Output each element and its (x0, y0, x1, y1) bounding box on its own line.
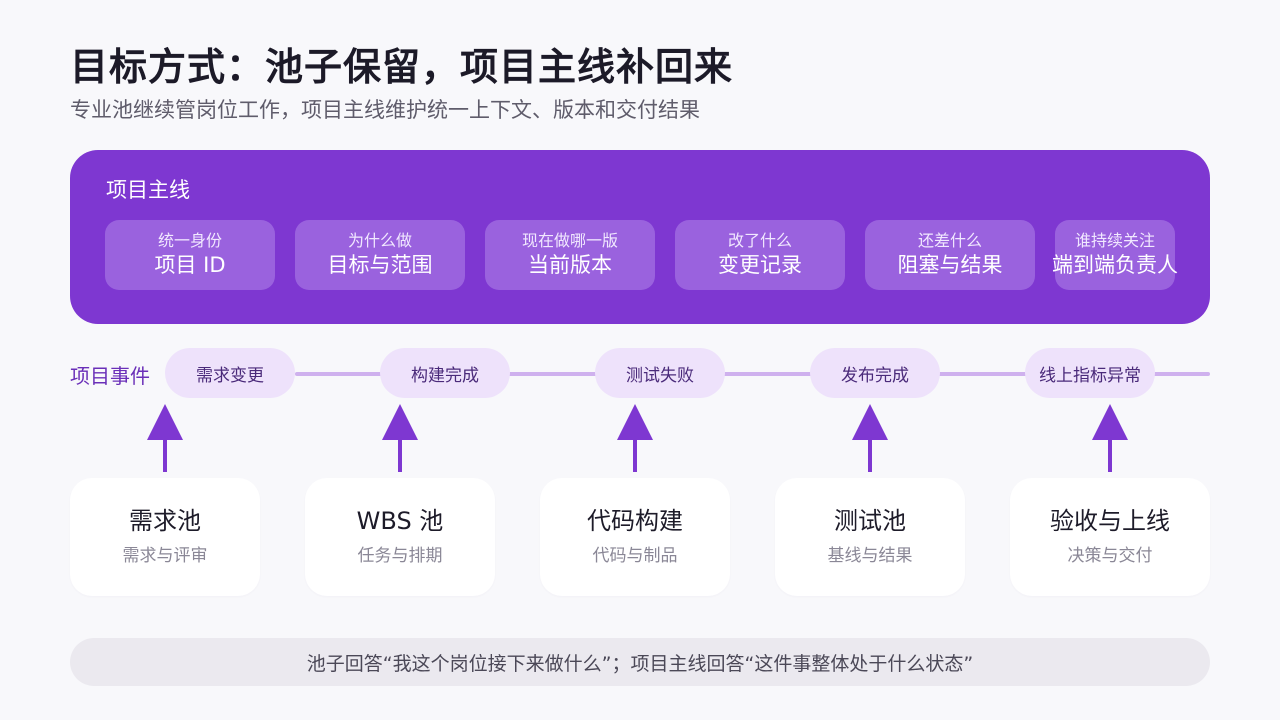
mainline-item-question: 还差什么 (917, 231, 982, 250)
event-timeline-line (295, 372, 1210, 376)
pool-name: 测试池 (834, 507, 906, 535)
events-label: 项目事件 (70, 364, 150, 388)
mainline-item-answer: 端到端负责人 (1052, 253, 1178, 277)
mainline-item-answer: 目标与范围 (327, 253, 433, 277)
pool-name: WBS 池 (356, 507, 444, 535)
page-subtitle: 专业池继续管岗位工作，项目主线维护统一上下文、版本和交付结果 (70, 98, 700, 122)
project-mainline-panel: 项目主线 统一身份 项目 ID 为什么做 目标与范围 现在做哪一版 当前版本 改… (70, 150, 1210, 324)
event-release-complete: 发布完成 (810, 348, 940, 398)
pool-desc: 基线与结果 (827, 546, 913, 566)
mainline-item-question: 现在做哪一版 (521, 231, 618, 250)
mainline-item-project-id: 统一身份 项目 ID (105, 220, 275, 290)
page-title: 目标方式：池子保留，项目主线补回来 (70, 45, 734, 89)
mainline-item-question: 谁持续关注 (1074, 231, 1155, 250)
arrow-up-icon (852, 404, 888, 472)
mainline-item-question: 统一身份 (157, 231, 222, 250)
mainline-item-answer: 阻塞与结果 (897, 253, 1003, 277)
mainline-item-owner: 谁持续关注 端到端负责人 (1052, 220, 1178, 290)
pool-name: 验收与上线 (1050, 507, 1170, 535)
mainline-title: 项目主线 (106, 178, 190, 202)
pool-card-testing: 测试池 基线与结果 (775, 478, 965, 596)
pool-card-acceptance-release: 验收与上线 决策与交付 (1010, 478, 1210, 596)
pool-name: 代码构建 (587, 507, 683, 535)
pool-name: 需求池 (129, 507, 201, 535)
mainline-item-answer: 当前版本 (528, 253, 612, 277)
mainline-item-blockers-results: 还差什么 阻塞与结果 (865, 220, 1035, 290)
arrow-up-icon (617, 404, 653, 472)
pool-card-requirements: 需求池 需求与评审 (70, 478, 260, 596)
mainline-item-answer: 项目 ID (154, 253, 226, 277)
mainline-item-current-version: 现在做哪一版 当前版本 (485, 220, 655, 290)
mainline-item-change-log: 改了什么 变更记录 (675, 220, 845, 290)
pool-card-wbs: WBS 池 任务与排期 (305, 478, 495, 596)
pool-desc: 任务与排期 (357, 546, 443, 566)
mainline-item-question: 为什么做 (347, 231, 412, 250)
mainline-item-goal-scope: 为什么做 目标与范围 (295, 220, 465, 290)
mainline-item-answer: 变更记录 (718, 253, 802, 277)
footer-summary: 池子回答“我这个岗位接下来做什么”；项目主线回答“这件事整体处于什么状态” (70, 638, 1210, 686)
event-build-complete: 构建完成 (380, 348, 510, 398)
arrow-up-icon (1092, 404, 1128, 472)
arrow-up-icon (147, 404, 183, 472)
pool-desc: 代码与制品 (592, 546, 678, 566)
arrow-up-icon (382, 404, 418, 472)
pool-desc: 需求与评审 (122, 546, 208, 566)
pool-desc: 决策与交付 (1067, 546, 1153, 566)
mainline-item-question: 改了什么 (727, 231, 792, 250)
pool-card-code-build: 代码构建 代码与制品 (540, 478, 730, 596)
event-requirement-change: 需求变更 (165, 348, 295, 398)
event-test-failed: 测试失败 (595, 348, 725, 398)
event-metric-anomaly: 线上指标异常 (1025, 348, 1155, 398)
